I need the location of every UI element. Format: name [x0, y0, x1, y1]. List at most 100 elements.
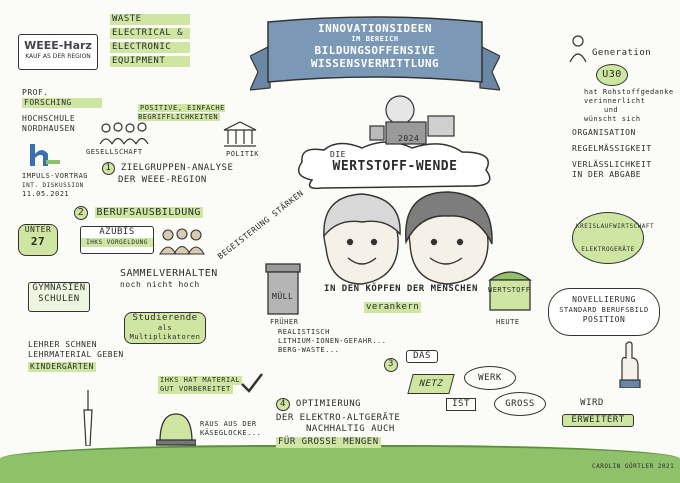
teachers-l2: LEHRMATERIAL GEBEN	[28, 350, 124, 359]
age-value: 27	[30, 235, 46, 248]
flow-das: DAS	[406, 350, 438, 363]
generation-wishes: ORGANISATION REGELMÄSSIGKEIT VERLÄSSLICH…	[572, 128, 676, 180]
wish-regularity: REGELMÄSSIGKEIT	[572, 144, 652, 153]
speaker-prof: PROF.	[22, 88, 49, 97]
optim-l4: FÜR GROSSE MENGEN	[276, 437, 381, 448]
bell-note: RAUS AUS DER KÄSEGLOCKE...	[200, 420, 280, 438]
policy-cloud: NOVELLIERUNG STANDARD BERUFSBILD POSITIO…	[548, 288, 660, 336]
u30-badge: U30	[596, 64, 628, 86]
logo-tagline: KAUF AS DER REGION	[25, 53, 91, 60]
teachers-l1: LEHRER SCHNEN	[28, 340, 98, 349]
banner-line3: BILDUNGSOFFENSIVE	[314, 44, 436, 57]
speaker-name: FORSCHING	[22, 98, 102, 108]
collect-behavior: SAMMELVERHALTEN noch nicht hoch	[120, 268, 250, 290]
bell-l2: KÄSEGLOCKE...	[200, 429, 262, 437]
glass-bell-icon	[155, 410, 197, 446]
flow-gross: GROSS	[494, 392, 546, 416]
policy-l1: NOVELLIERUNG	[572, 295, 636, 304]
gen-l2: verinnerlicht	[584, 97, 646, 105]
robot-device-icon	[366, 92, 462, 148]
device-label: 2024	[398, 134, 420, 143]
wish-reliability2: IN DER ABGABE	[572, 170, 642, 179]
flow-ist: IST	[446, 398, 476, 411]
teachers-note: LEHRER SCHNEN LEHRMATERIAL GEBEN KINDERG…	[28, 340, 138, 372]
collect-sub: noch nicht hoch	[120, 280, 200, 289]
banner-line4: WISSENSVERMITTLUNG	[310, 57, 440, 70]
center-arc-text: IN DEN KÖPFEN DER MENSCHEN	[324, 284, 478, 294]
chest-sub: HEUTE	[496, 318, 520, 326]
generation-title: Generation	[592, 48, 652, 58]
azubis-sub: IHKS VORGELDUNG	[81, 238, 153, 247]
ihk-note: IHKS HAT MATERIAL GUT VORBEREITET	[158, 376, 258, 394]
weee-line2: ELECTRICAL &	[110, 28, 190, 39]
realistic-l3: BERG-WASTE...	[278, 346, 340, 354]
cycle-l1: KREISLAUFWIRTSCHAFT	[576, 223, 655, 230]
wish-reliability: VERLÄSSLICHKEIT	[572, 160, 652, 169]
speaker-uni1: HOCHSCHULE	[22, 114, 76, 123]
target-analysis-text: ZIELGRUPPEN-ANALYSE	[120, 163, 234, 173]
optim-l3: NACHHALTIG AUCH	[306, 424, 395, 434]
azubis-card: AZUBIS IHKS VORGELDUNG	[80, 226, 154, 254]
target-analysis-sub: DER WEEE-REGION	[118, 175, 207, 185]
schools-label: GYMNASIEN	[32, 283, 86, 293]
talk-info: IMPULS-VORTRAG INT. DISKUSSION 11.05.202…	[22, 172, 112, 199]
speaker-block: PROF. FORSCHING HOCHSCHULE NORDHAUSEN	[22, 88, 102, 134]
realistic-l2: LITHIUM-IONEN-GEFAHR...	[278, 337, 387, 345]
flow-erweitert: ERWEITERT	[562, 414, 634, 427]
treasure-chest-icon	[486, 262, 534, 314]
optim-l1: OPTIMIERUNG	[295, 399, 362, 409]
flow-werk: WERK	[464, 366, 516, 390]
positive-terms: POSITIVE, EINFACHE BEGRIFFLICHKEITEN	[138, 104, 225, 121]
bin-sub: FRÜHER	[270, 318, 299, 326]
students-sub: als Multiplikatoren	[129, 324, 201, 341]
flow-wird: WIRD	[580, 398, 604, 408]
person-icon	[566, 34, 590, 64]
grass-ground	[0, 445, 680, 483]
checkmark-icon	[240, 372, 264, 394]
banner-line2: IM BEREICH	[351, 35, 399, 43]
hochschule-logo-icon	[28, 140, 62, 168]
ihk-l2: GUT VORBEREITET	[158, 385, 233, 394]
students-card: Studierende als Multiplikatoren	[124, 312, 206, 344]
under-label: UNTER	[24, 225, 52, 234]
optimisation-block: 4 OPTIMIERUNG DER ELEKTRO-ALTGERÄTE NACH…	[276, 398, 426, 448]
wish-organisation: ORGANISATION	[572, 128, 636, 137]
cycle-l2: ELEKTROGERÄTE	[581, 246, 635, 253]
circular-economy-circle	[572, 212, 644, 264]
weee-meaning: WASTE ELECTRICAL & ELECTRONIC EQUIPMENT	[110, 14, 190, 67]
step3-number: 3	[384, 358, 398, 372]
tower-icon	[76, 390, 100, 447]
talk-type: IMPULS-VORTRAG	[22, 172, 89, 180]
schools-label2: SCHULEN	[38, 294, 80, 304]
circular-economy-label: KREISLAUFWIRTSCHAFT ELEKTROGERÄTE	[576, 222, 655, 254]
weee-line1: WASTE	[110, 14, 190, 25]
weee-line4: EQUIPMENT	[110, 56, 190, 67]
center-die: DIE	[330, 150, 346, 159]
realistic-note: REALISTISCH LITHIUM-IONEN-GEFAHR... BERG…	[278, 328, 408, 355]
talk-date: 11.05.2021	[22, 190, 70, 198]
speaker-uni2: NORDHAUSEN	[22, 124, 76, 133]
people-group-icon	[96, 120, 156, 150]
title-banner: INNOVATIONSIDEEN IM BEREICH BILDUNGSOFFE…	[250, 16, 500, 94]
policy-l2: STANDARD BERUFSBILD	[559, 306, 649, 314]
flow-netz: NETZ	[407, 374, 455, 394]
center-title: DIE WERTSTOFF-WENDE	[300, 150, 490, 173]
under-27-bubble: UNTER 27	[18, 224, 58, 256]
bell-l1: RAUS AUS DER	[200, 420, 257, 428]
gen-l3: und	[604, 106, 619, 114]
vocational-training-text: BERUFSAUSBILDUNG	[94, 207, 203, 218]
thought-cloud	[292, 140, 498, 194]
center-title-text: WERTSTOFF-WENDE	[332, 159, 458, 174]
weee-harz-logo: WEEE-Harz KAUF AS DER REGION	[18, 34, 98, 70]
trash-bin-icon	[264, 262, 302, 316]
students-group-icon	[158, 226, 214, 256]
talk-sub: INT. DISKUSSION	[22, 182, 84, 189]
policy-l3: POSITION	[582, 315, 626, 324]
gen-l1: hat Rohstoffgedanke	[584, 88, 674, 96]
kindergarten-label: KINDERGÄRTEN	[28, 362, 96, 372]
strengthen-label: BEGEISTERUNG STÄRKEN	[216, 188, 306, 262]
azubis-label: AZUBIS	[99, 227, 135, 237]
students-label: Studierende	[132, 313, 198, 323]
realistic-l1: REALISTISCH	[278, 328, 330, 336]
two-heads-illustration	[308, 188, 500, 288]
